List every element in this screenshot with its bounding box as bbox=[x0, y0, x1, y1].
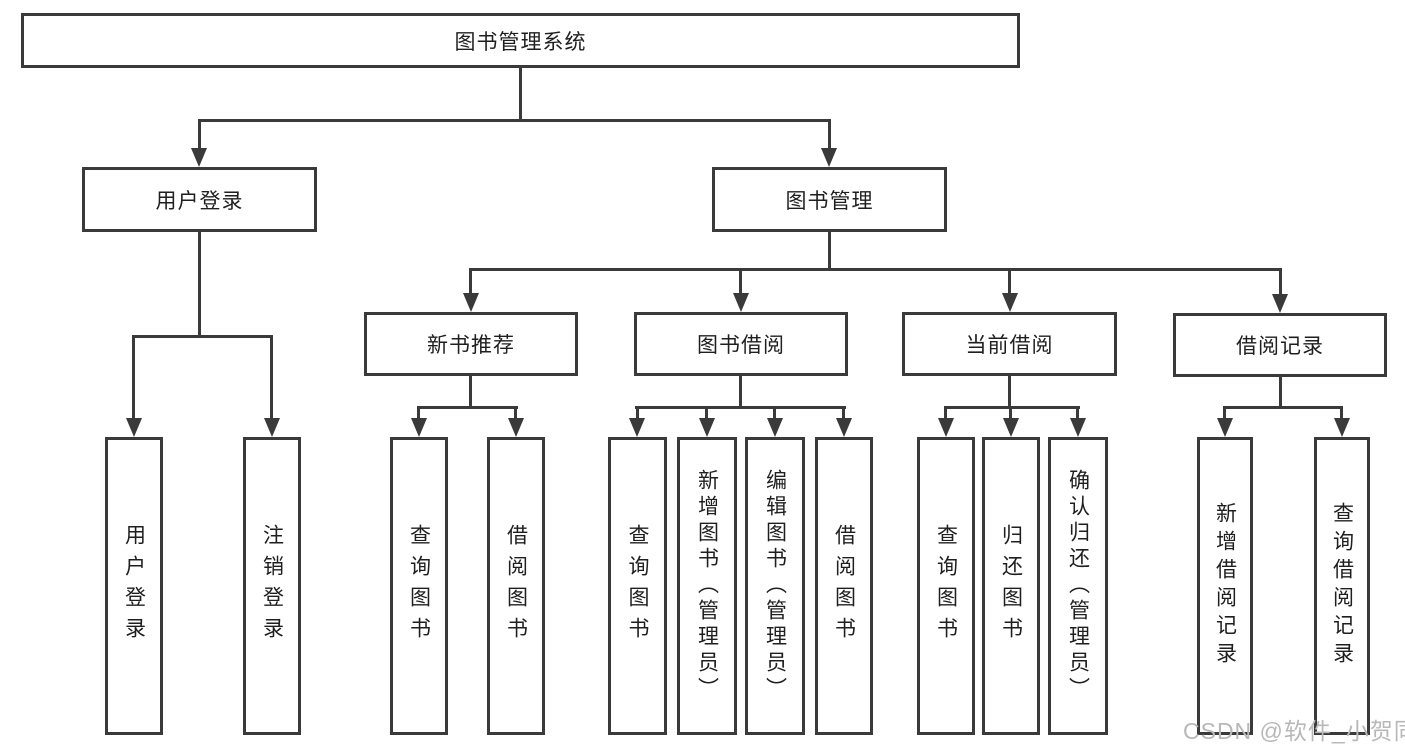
arrow-down-icon bbox=[191, 148, 207, 167]
node-label: 新增图书（管理员） bbox=[695, 469, 719, 703]
leaf-add-borrow-record: 新增借阅记录 bbox=[1197, 437, 1253, 735]
node-root: 图书管理系统 bbox=[21, 13, 1020, 68]
connector-line bbox=[1009, 408, 1012, 419]
leaf-user-login: 用户登录 bbox=[105, 437, 163, 735]
connector-line bbox=[198, 121, 201, 149]
node-book-borrow: 图书借阅 bbox=[634, 312, 848, 376]
node-new-book-recommend: 新书推荐 bbox=[364, 312, 578, 376]
node-label: 当前借阅 bbox=[965, 334, 1054, 357]
node-label: 借阅图书 bbox=[504, 524, 528, 648]
node-label: 借阅图书 bbox=[832, 524, 856, 648]
connector-line bbox=[132, 337, 135, 419]
node-label: 新增借阅记录 bbox=[1213, 502, 1237, 670]
arrow-down-icon bbox=[836, 418, 852, 437]
arrow-down-icon bbox=[1003, 418, 1019, 437]
node-label: 注销登录 bbox=[260, 524, 284, 648]
node-label: 用户登录 bbox=[155, 189, 244, 213]
connector-line bbox=[705, 408, 708, 419]
connector-line bbox=[1223, 406, 1343, 409]
arrow-down-icon bbox=[699, 418, 715, 437]
leaf-logout: 注销登录 bbox=[243, 437, 301, 735]
connector-line bbox=[1076, 408, 1079, 419]
node-current-borrow: 当前借阅 bbox=[902, 312, 1117, 376]
connector-line bbox=[636, 408, 639, 419]
arrow-down-icon bbox=[821, 148, 837, 167]
node-label: 借阅记录 bbox=[1236, 335, 1324, 358]
node-label: 查询图书 bbox=[934, 524, 958, 648]
arrow-down-icon bbox=[767, 418, 783, 437]
arrow-down-icon bbox=[938, 418, 954, 437]
connector-line bbox=[417, 406, 518, 409]
leaf-edit-books-admin: 编辑图书（管理员） bbox=[745, 437, 805, 735]
connector-line bbox=[1223, 408, 1226, 419]
connector-line bbox=[773, 408, 776, 419]
node-label: 归还图书 bbox=[999, 524, 1023, 648]
connector-line bbox=[828, 121, 831, 149]
arrow-down-icon bbox=[1217, 418, 1233, 437]
node-label: 图书借阅 bbox=[697, 334, 785, 357]
leaf-query-books: 查询图书 bbox=[608, 437, 667, 735]
leaf-return-books: 归还图书 bbox=[982, 437, 1040, 735]
node-label: 新书推荐 bbox=[427, 334, 515, 357]
leaf-query-borrow-record: 查询借阅记录 bbox=[1314, 437, 1370, 735]
leaf-query-books: 查询图书 bbox=[390, 437, 448, 735]
leaf-borrow-books: 借阅图书 bbox=[815, 437, 873, 735]
arrow-down-icon bbox=[1002, 293, 1018, 312]
connector-line bbox=[828, 232, 831, 269]
node-label: 图书管理 bbox=[785, 189, 874, 213]
leaf-query-books: 查询图书 bbox=[917, 437, 975, 735]
connector-line bbox=[1279, 377, 1282, 407]
connector-line bbox=[1340, 408, 1343, 419]
connector-line bbox=[1008, 376, 1011, 407]
arrow-down-icon bbox=[1070, 418, 1086, 437]
arrow-down-icon bbox=[126, 418, 142, 437]
node-label: 编辑图书（管理员） bbox=[763, 469, 787, 703]
leaf-confirm-return-admin: 确认归还（管理员） bbox=[1048, 437, 1108, 735]
connector-line bbox=[1279, 270, 1282, 295]
connector-line bbox=[944, 406, 1080, 409]
connector-line bbox=[417, 408, 420, 419]
arrow-down-icon bbox=[463, 293, 479, 312]
connector-line bbox=[1008, 270, 1011, 294]
node-label: 查询图书 bbox=[626, 524, 649, 648]
connector-line bbox=[270, 337, 273, 419]
node-label: 图书管理系统 bbox=[454, 30, 587, 54]
arrow-down-icon bbox=[508, 418, 524, 437]
node-label: 确认归还（管理员） bbox=[1066, 469, 1090, 703]
connector-line bbox=[469, 270, 472, 294]
arrow-down-icon bbox=[264, 418, 280, 437]
arrow-down-icon bbox=[629, 418, 645, 437]
connector-line bbox=[519, 68, 522, 120]
node-label: 查询图书 bbox=[407, 524, 431, 648]
arrow-down-icon bbox=[411, 418, 427, 437]
connector-line bbox=[842, 408, 845, 419]
connector-line bbox=[469, 268, 1282, 271]
connector-line bbox=[132, 335, 273, 338]
arrow-down-icon bbox=[1272, 294, 1288, 313]
connector-line bbox=[198, 119, 831, 122]
connector-line bbox=[514, 408, 517, 419]
node-book-management: 图书管理 bbox=[712, 167, 947, 232]
watermark-text: CSDN @软件_小贺同学 bbox=[1183, 718, 1405, 744]
node-label: 查询借阅记录 bbox=[1330, 502, 1354, 670]
leaf-borrow-books: 借阅图书 bbox=[487, 437, 545, 735]
arrow-down-icon bbox=[733, 293, 749, 312]
connector-line bbox=[944, 408, 947, 419]
connector-line bbox=[739, 376, 742, 407]
arrow-down-icon bbox=[1334, 418, 1350, 437]
node-user-login: 用户登录 bbox=[82, 167, 317, 232]
connector-line bbox=[635, 406, 846, 409]
leaf-add-books-admin: 新增图书（管理员） bbox=[677, 437, 737, 735]
connector-line bbox=[739, 270, 742, 294]
connector-line bbox=[198, 232, 201, 336]
node-borrow-record: 借阅记录 bbox=[1173, 313, 1387, 377]
connector-line bbox=[469, 376, 472, 407]
node-label: 用户登录 bbox=[122, 524, 146, 648]
